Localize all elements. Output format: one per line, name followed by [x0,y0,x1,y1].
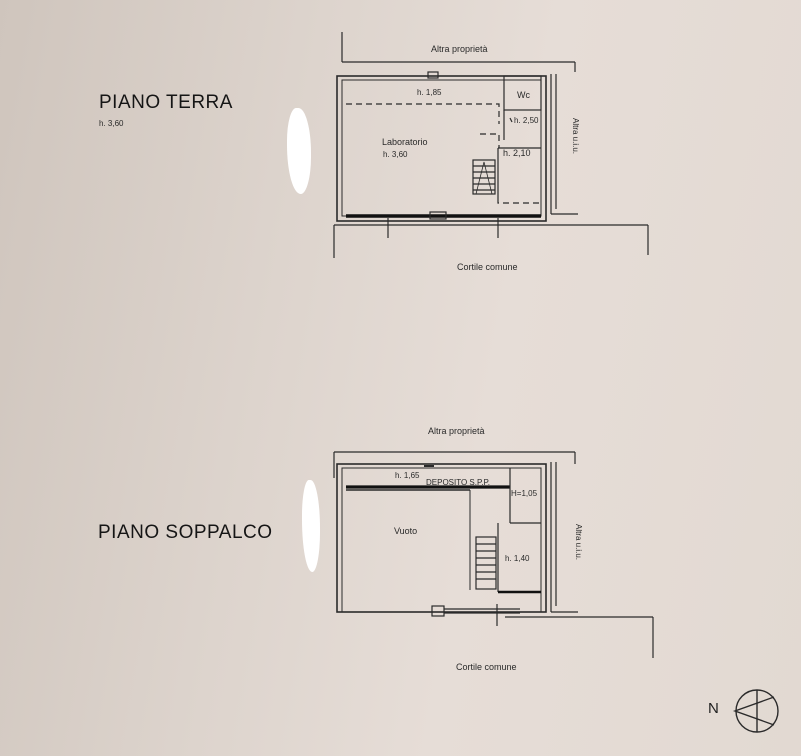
compass-north-label: N [708,700,719,717]
ground-floor-height: h. 3,60 [99,119,124,128]
paper-tear-patch [302,480,320,572]
ground-room-height: h. 3,60 [383,150,408,159]
mezzanine-top-label: Altra proprietà [428,426,485,436]
ground-stair-height: h. 2,10 [503,148,531,158]
mezzanine-bottom-label: Cortile comune [456,662,517,672]
mezzanine-deposit-height: h. 1,65 [395,471,420,480]
mezzanine-plan [333,451,654,658]
north-compass-icon [732,689,779,733]
mezzanine-void-label: Vuoto [394,526,418,536]
ground-bottom-label: Cortile comune [457,262,518,272]
mezzanine-side-label: Altra u.i.u. [574,524,583,561]
ground-wc-label: Wc [517,90,530,100]
paper-tear-patch [287,108,311,194]
ground-top-label: Altra proprietà [431,44,488,54]
ground-wc-height: h. 2,50 [514,116,539,125]
mezzanine-stair-height: h. 1,40 [505,554,530,563]
ground-floor-title: PIANO TERRA [99,92,233,113]
ground-side-label: Altra u.i.u. [571,118,580,155]
ground-mezzanine-height: h. 1,85 [417,88,442,97]
mezzanine-title: PIANO SOPPALCO [98,522,273,543]
ground-room-name: Laboratorio [382,137,428,147]
mezzanine-deposit-h: H=1,05 [511,489,538,498]
mezzanine-deposit-label: DEPOSITO S.P.P. [426,478,491,487]
ground-floor-plan [333,32,649,258]
